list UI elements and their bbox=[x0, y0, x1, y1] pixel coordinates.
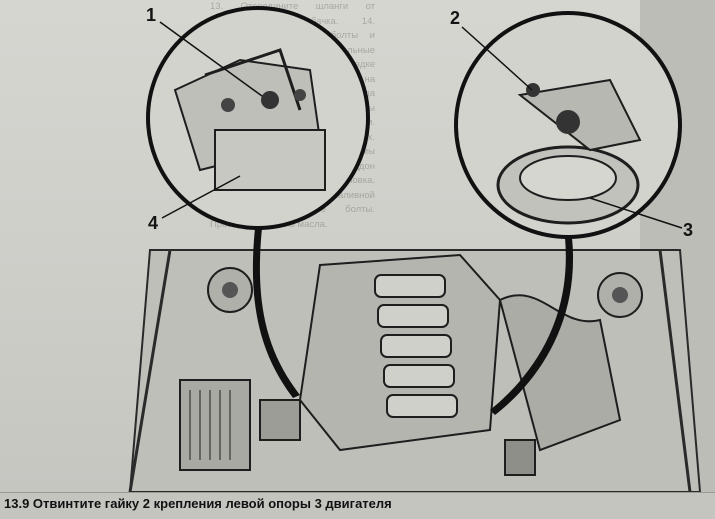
detail-circle-left bbox=[146, 6, 370, 230]
battery bbox=[179, 379, 251, 471]
callout-3: 3 bbox=[683, 220, 694, 240]
callout-1: 1 bbox=[146, 5, 157, 25]
detail-circle-right bbox=[454, 11, 682, 239]
callout-2: 2 bbox=[450, 8, 461, 28]
engine-cover bbox=[298, 253, 502, 452]
engine-drawing bbox=[128, 0, 715, 492]
caption-bar: 13.9 Отвинтите гайку 2 крепления левой о… bbox=[0, 492, 715, 519]
engine-illustration: 13. Отсоедините шланги от расширительног… bbox=[0, 0, 715, 492]
figure-caption: 13.9 Отвинтите гайку 2 крепления левой о… bbox=[4, 496, 392, 511]
callout-4: 4 bbox=[148, 213, 159, 233]
